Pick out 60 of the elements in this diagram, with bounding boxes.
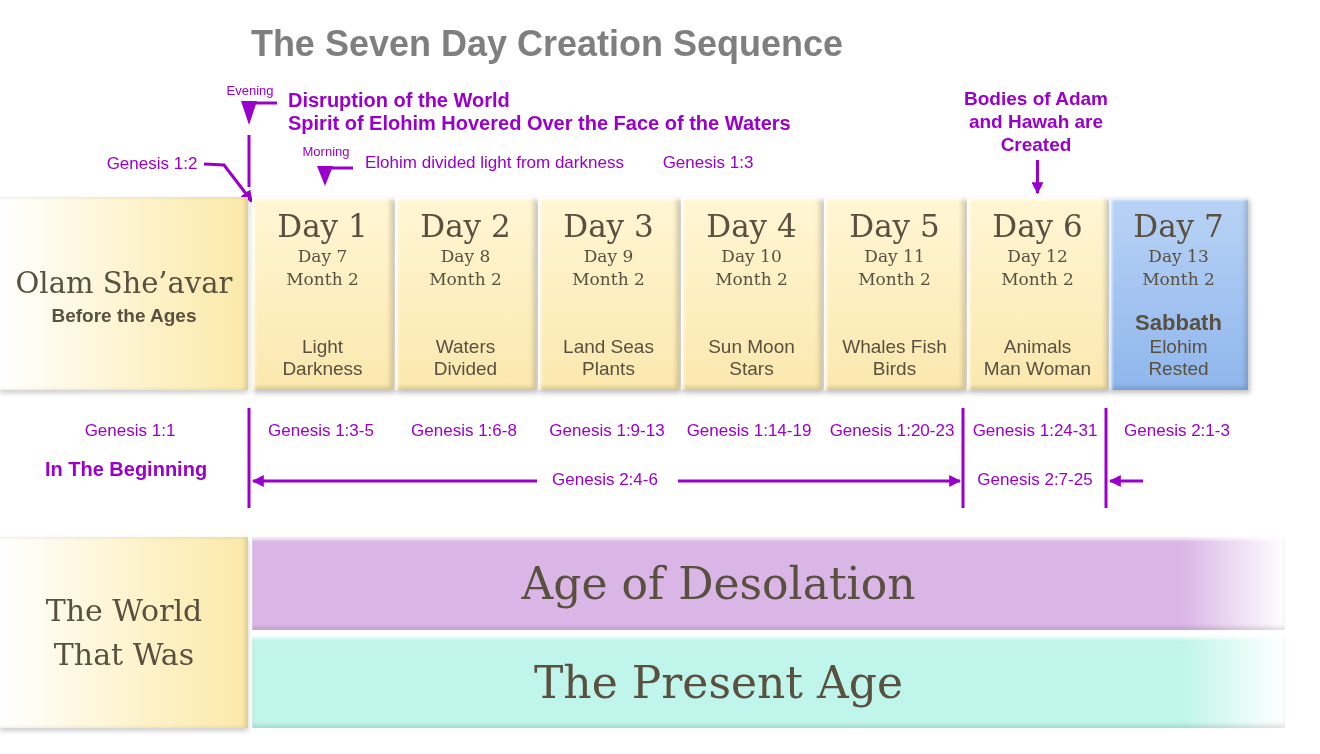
era-name: The World That Was [44,591,204,674]
heading-note: In The Beginning [44,457,208,481]
creation-works: Animals Man Woman [983,336,1092,380]
day-box [395,197,536,390]
day-box [824,197,965,390]
note-text: Genesis 1:20-23 [829,421,955,441]
creation-works: Light Darkness [281,336,364,380]
age-band [252,636,1285,728]
era-box [0,197,248,390]
event-note-text: Bodies of Adam and Hawah are Created [963,86,1109,156]
day-heading: Day 6 [992,207,1083,245]
note-text: Genesis 1:1 [84,421,176,441]
day-heading: Day 7 [1133,207,1224,245]
scripture-reference-text: Genesis 1:2 [106,154,198,174]
age-name: The Present Age [534,656,903,708]
note-text: Genesis 2:7-25 [977,470,1093,490]
era-name: Olam She’avar [14,264,234,302]
day-heading: Day 4 [706,207,797,245]
note-text: Genesis 1:24-31 [972,421,1098,441]
calendar-date: Day 13 Month 2 [1141,245,1216,291]
note-text: Genesis 1:9-13 [549,421,665,441]
note-text: Genesis 2:4-6 [552,470,658,490]
creation-works: Whales Fish Birds [841,336,948,380]
calendar-date: Day 7 Month 2 [285,245,360,291]
calendar-date: Day 11 Month 2 [857,245,932,291]
sabbath-heading: Sabbath [1134,310,1223,336]
heading-note: Spirit of Elohim Hovered Over the Face of the Waters [288,111,791,135]
note-text: Elohim divided light from darkness [365,153,624,173]
day-box [538,197,679,390]
creation-works: Sun Moon Stars [707,336,796,380]
note-text: Genesis 1:14-19 [686,421,812,441]
calendar-date: Day 12 Month 2 [1000,245,1075,291]
time-marker-label: Morning [302,143,350,159]
sabbath-day-box [1109,197,1248,390]
note-text: Genesis 2:1-3 [1124,421,1230,441]
day-box [681,197,822,390]
calendar-date: Day 10 Month 2 [714,245,789,291]
age-band [252,537,1285,630]
creation-works: Waters Divided [432,336,499,380]
day-heading: Day 3 [563,207,654,245]
creation-works: Elohim Rested [1147,336,1210,380]
day-heading: Day 2 [420,207,511,245]
diagram-title: The Seven Day Creation Sequence [250,23,844,65]
arrow [1031,160,1044,195]
era-subtitle: Before the Ages [51,304,197,327]
arrow [203,162,254,203]
heading-note: Disruption of the World [288,88,510,112]
calendar-date: Day 9 Month 2 [571,245,646,291]
note-text: Genesis 1:3-5 [268,421,374,441]
day-heading: Day 1 [277,207,368,245]
day-box [252,197,393,390]
era-box [0,537,248,728]
day-heading: Day 5 [849,207,940,245]
time-marker-label: Evening [226,82,274,98]
calendar-date: Day 8 Month 2 [428,245,503,291]
age-name: Age of Desolation [521,558,916,609]
note-text: Genesis 1:6-8 [411,421,517,441]
note-text: Genesis 1:3 [662,153,754,173]
day-box [967,197,1108,390]
creation-works: Land Seas Plants [562,336,655,380]
